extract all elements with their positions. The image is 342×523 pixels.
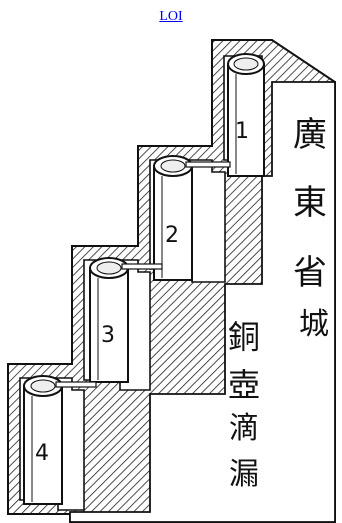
- vessel-4: [23, 375, 97, 505]
- vessel-label-1: 1: [235, 119, 249, 144]
- vessel-2: [153, 155, 231, 281]
- water-clock-illustration: 1 2 3 4 廣 東 省 城 銅 壺 滴 漏: [0, 34, 342, 523]
- vessel-label-2: 2: [165, 223, 179, 248]
- vessel-1: [227, 53, 265, 177]
- inscription-char-3: 省: [293, 253, 327, 293]
- vessel-3: [89, 257, 163, 383]
- inscription-char-4: 城: [299, 307, 329, 342]
- inscription-char-8: 漏: [229, 457, 259, 492]
- inscription-char-6: 壺: [228, 366, 260, 404]
- inscription-char-5: 銅: [228, 318, 260, 356]
- inscription-char-1: 廣: [293, 115, 327, 155]
- vessel-label-3: 3: [101, 323, 115, 348]
- inscription-char-7: 滴: [229, 411, 259, 446]
- loi-link[interactable]: LOI: [159, 9, 183, 24]
- inscription-char-2: 東: [293, 183, 327, 223]
- vessel-label-4: 4: [35, 441, 49, 466]
